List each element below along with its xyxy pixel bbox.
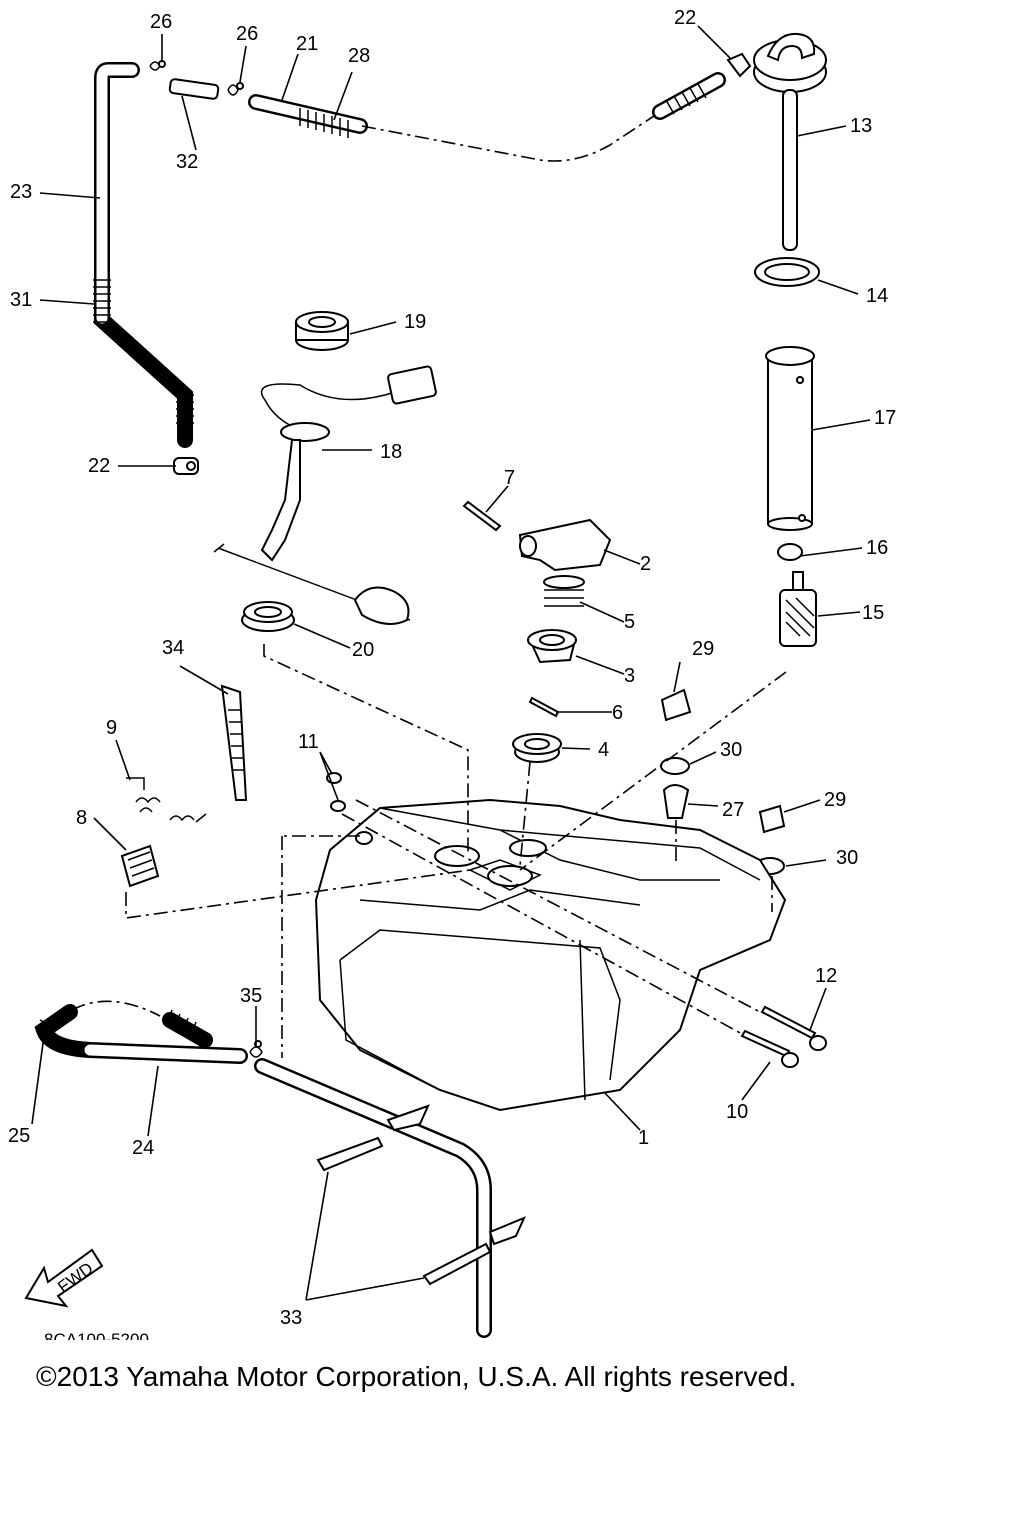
callout-1: 1	[638, 1127, 649, 1149]
spring-9	[126, 777, 207, 823]
fwd-arrow-icon: FWD	[24, 1248, 104, 1308]
callout-6: 6	[612, 702, 623, 724]
copyright-notice: ©2013 Yamaha Motor Corporation, U.S.A. A…	[36, 1361, 797, 1392]
fuel-sender-18	[213, 365, 437, 625]
callout-17: 17	[874, 407, 896, 429]
callout-28: 28	[348, 45, 370, 67]
fuel-cap-13	[753, 32, 827, 251]
breather-hose-end	[652, 72, 726, 120]
callout-3: 3	[624, 665, 635, 687]
callout-35: 35	[240, 985, 262, 1007]
callout-26-right: 26	[236, 23, 258, 45]
grommet-4	[512, 733, 562, 763]
callout-20: 20	[352, 639, 374, 661]
callout-2: 2	[640, 553, 651, 575]
callout-18: 18	[380, 441, 402, 463]
callout-32: 32	[176, 151, 198, 173]
callout-14: 14	[866, 285, 888, 307]
callout-19: 19	[404, 311, 426, 333]
callout-12: 12	[815, 965, 837, 987]
filler-tube-17	[765, 346, 815, 531]
grommet-20	[241, 601, 295, 632]
bolt-12	[760, 1005, 827, 1051]
callout-25: 25	[8, 1125, 30, 1147]
fuel-tank-1	[314, 798, 787, 1112]
callout-22-top: 22	[674, 7, 696, 29]
pipe-joint-32	[168, 78, 220, 100]
routing-lines	[125, 644, 787, 1058]
damper-8	[120, 844, 160, 888]
fuel-tank-exploded-diagram: 26 26 21 28 22 32 23 31 13 14 19 22 18 1…	[8, 7, 896, 1340]
breather-routing-line	[361, 111, 661, 162]
band-33-b	[422, 1216, 526, 1286]
fuel-filter-15	[779, 571, 817, 647]
drain-hose-routing-line	[71, 1000, 161, 1017]
drain-hose-24	[34, 1004, 248, 1064]
holder-27	[662, 784, 690, 819]
callout-7: 7	[504, 467, 515, 489]
callout-26-left: 26	[150, 11, 172, 33]
callout-10: 10	[726, 1101, 748, 1123]
callout-33: 33	[280, 1307, 302, 1329]
callout-13: 13	[850, 115, 872, 137]
callout-15: 15	[862, 602, 884, 624]
washer-11-b	[330, 800, 346, 812]
clip-26-left	[149, 60, 166, 71]
band-34	[220, 684, 248, 801]
band-33-a	[316, 1104, 430, 1172]
callout-34: 34	[162, 637, 184, 659]
vent-hose-23	[93, 62, 194, 448]
callout-24: 24	[132, 1137, 154, 1159]
clip-26-right	[227, 82, 244, 96]
bolt-10	[740, 1029, 799, 1068]
callout-30-lower: 30	[836, 847, 858, 869]
clamp-22-left	[173, 457, 199, 475]
callout-29-upper: 29	[692, 638, 714, 660]
callout-8: 8	[76, 807, 87, 829]
washer-30-upper	[660, 757, 690, 775]
callout-5: 5	[624, 611, 635, 633]
callout-23: 23	[10, 181, 32, 203]
callout-16: 16	[866, 537, 888, 559]
callout-27: 27	[722, 799, 744, 821]
damper-29-lower	[758, 804, 786, 834]
overflow-pipe	[254, 1058, 492, 1338]
spring-5	[543, 575, 585, 607]
diagram-code: 8CA100-5200	[44, 1330, 149, 1340]
damper-29-upper	[660, 688, 692, 722]
callout-11: 11	[298, 731, 319, 753]
gasket-14	[754, 257, 820, 287]
breather-hose-21	[248, 94, 368, 138]
leader-lines	[31, 25, 871, 1301]
clip-16	[777, 543, 804, 561]
clamp-22-top	[726, 52, 752, 78]
callout-31: 31	[10, 289, 32, 311]
callout-9: 9	[106, 717, 117, 739]
grommet-19	[295, 311, 349, 351]
cock-body-2	[518, 518, 612, 572]
callout-29-lower: 29	[824, 789, 846, 811]
pin-6	[528, 696, 560, 718]
callout-30-upper: 30	[720, 739, 742, 761]
callout-numbers: 26 26 21 28 22 32 23 31 13 14 19 22 18 1…	[8, 7, 896, 1329]
cap-3	[527, 629, 577, 664]
callout-22-left: 22	[88, 455, 110, 477]
callout-4: 4	[598, 739, 609, 761]
pin-7	[462, 500, 502, 532]
callout-21: 21	[296, 33, 318, 55]
